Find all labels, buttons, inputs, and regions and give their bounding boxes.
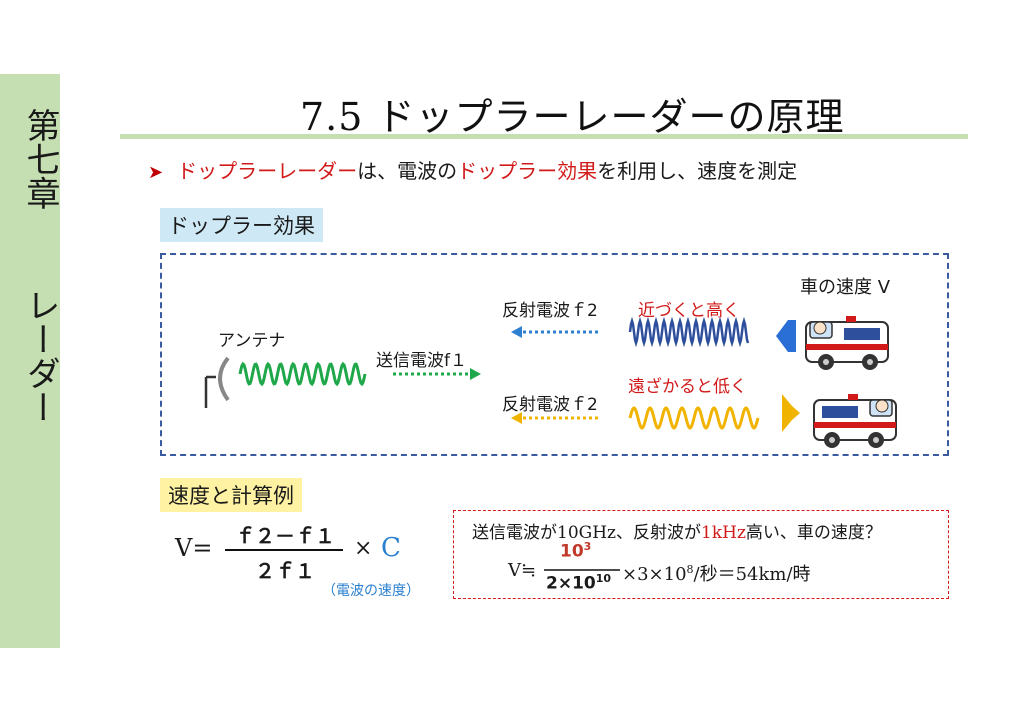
reflect-arrow-blue (511, 326, 598, 338)
bullet-arrow-icon: ➤ (148, 162, 164, 183)
example-box (453, 510, 949, 599)
ambulance-icon (813, 394, 897, 448)
answer-num-exp: 3 (583, 540, 592, 553)
c-note: （電波の速度） (322, 583, 420, 599)
reflected-wave-low (628, 406, 760, 430)
doppler-heading: ドップラー効果 (160, 208, 323, 242)
transmit-wave (238, 361, 367, 387)
answer-numerator: 103 (560, 540, 591, 562)
yellow-arrow-icon (782, 394, 800, 432)
chapter-topic: レーダー (20, 288, 60, 424)
reflect-label-top: 反射電波ｆ2 (502, 301, 598, 321)
answer-rest-base: ×3×10 (622, 564, 687, 585)
intro-bullet: ➤ ドップラーレーダーは、電波のドップラー効果を利用し、速度を測定 (148, 155, 797, 184)
answer-rest: ×3×108/秒＝54km/時 (622, 560, 811, 586)
answer-tail: /秒＝54km/時 (693, 564, 811, 585)
calc-heading: 速度と計算例 (160, 478, 302, 512)
chapter-label: 第七章 (20, 108, 60, 210)
answer-den-base: 2×10 (546, 573, 596, 594)
bullet-text-2: を利用し、速度を測定 (597, 159, 798, 183)
reflected-wave-high (628, 316, 750, 348)
antenna-label: アンテナ (218, 331, 286, 351)
bullet-term-radar: ドップラーレーダー (177, 159, 358, 183)
answer-rest-exp: 8 (686, 563, 694, 576)
answer-den-exp: 10 (595, 572, 612, 585)
reflect-arrow-yellow (511, 412, 598, 424)
title-rule (120, 134, 968, 139)
antenna-icon (204, 356, 230, 408)
car-speed-label: 車の速度 V (800, 277, 891, 298)
ambulance-icon (805, 316, 889, 370)
approach-label: 近づくと高く (638, 301, 740, 321)
recede-label: 遠ざかると低く (628, 377, 747, 397)
bullet-text-1: は、電波の (357, 159, 458, 183)
chapter-sidebar: 第七章 レーダー (0, 74, 60, 648)
answer-denominator: 2×1010 (546, 572, 611, 594)
formula-times: × (354, 536, 373, 561)
answer-num-base: 10 (560, 541, 584, 562)
formula-denominator: ２ｆ１ (255, 559, 315, 583)
formula-v: V= (175, 534, 213, 562)
question-text-2: 高い、車の速度？ (745, 523, 882, 543)
slide-title: 7.5 ドップラーレーダーの原理 (300, 95, 845, 139)
example-question: 送信電波が10GHz、反射波が1kHz高い、車の速度？ (472, 518, 882, 543)
doppler-diagram-frame (160, 253, 949, 456)
answer-v: V≒ (508, 560, 537, 581)
question-text-1: 送信電波が10GHz、反射波が (472, 523, 701, 543)
question-highlight: 1kHz (701, 523, 746, 543)
formula-c: C (381, 533, 401, 563)
transmit-arrow (393, 368, 481, 380)
formula-numerator: ｆ２－ｆ１ (235, 524, 335, 548)
blue-arrow-icon (776, 320, 796, 352)
bullet-term-effect: ドップラー効果 (457, 159, 598, 183)
transmit-label: 送信電波f１ (376, 351, 467, 371)
reflect-label-bottom: 反射電波ｆ2 (502, 395, 598, 415)
